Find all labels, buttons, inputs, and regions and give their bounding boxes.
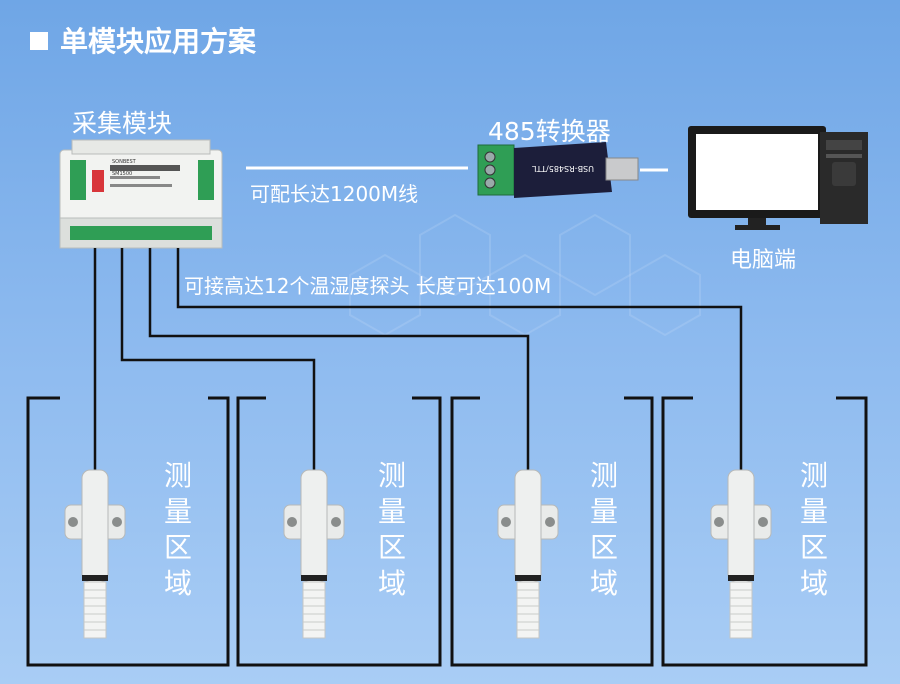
wire-probe-3 xyxy=(148,248,530,470)
zone-label-1: 测量区域 xyxy=(163,459,192,600)
zone-bracket-4 xyxy=(661,396,868,667)
terminal-strip-bottom xyxy=(70,226,212,240)
humidity-probe xyxy=(497,469,559,639)
probe-capacity-note: 可接高达12个温湿度探头 长度可达100M xyxy=(184,274,552,298)
zone-brackets xyxy=(26,396,868,667)
monitor-screen xyxy=(696,134,818,210)
zone-bracket-2 xyxy=(236,396,442,667)
hex-decoration xyxy=(349,213,701,337)
computer xyxy=(688,126,868,230)
module-brand-print: SONBEST xyxy=(112,159,137,165)
page-title: 单模块应用方案 xyxy=(60,25,257,58)
humidity-probe xyxy=(710,469,772,639)
cable-length-note: 可配长达1200M线 xyxy=(250,182,419,206)
humidity-probe xyxy=(283,469,345,639)
computer-label: 电脑端 xyxy=(730,248,797,273)
acquisition-module: SONBEST SM1500 xyxy=(59,139,223,249)
terminal-block-left xyxy=(70,160,86,200)
module-model-print: SM1500 xyxy=(112,171,132,177)
terminal-block-right xyxy=(198,160,214,200)
wire-probe-2 xyxy=(120,248,316,470)
probe-wires xyxy=(93,248,743,470)
zone-bracket-1 xyxy=(26,396,230,667)
humidity-probe xyxy=(64,469,126,639)
zone-label-4: 测量区域 xyxy=(799,459,828,600)
converter-print: USB-RS485/TTL xyxy=(531,164,594,173)
zone-label-3: 测量区域 xyxy=(589,459,618,600)
dip-switch xyxy=(92,170,104,192)
rs485-converter: USB-RS485/TTL xyxy=(477,142,639,198)
module-label: 采集模块 xyxy=(72,109,173,138)
zone-bracket-3 xyxy=(450,396,654,667)
title-bullet xyxy=(30,32,48,50)
wire-probe-4 xyxy=(176,248,743,470)
converter-label: 485转换器 xyxy=(488,117,611,146)
zone-label-2: 测量区域 xyxy=(377,459,406,600)
